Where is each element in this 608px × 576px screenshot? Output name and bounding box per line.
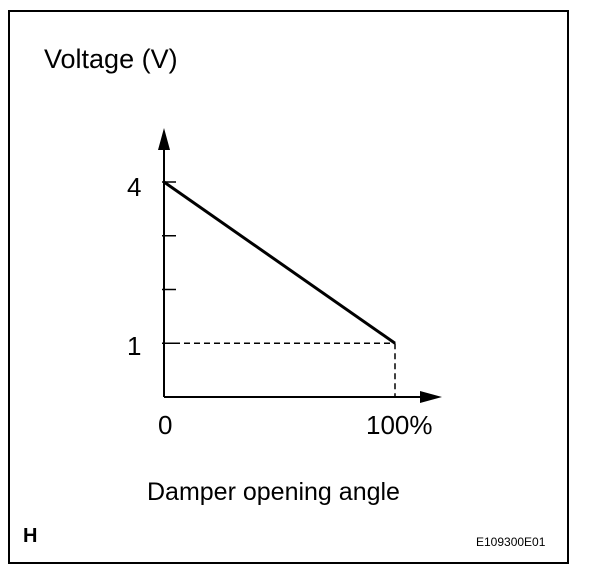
x-tick-label-100: 100% bbox=[366, 410, 433, 440]
y-axis-label: Voltage (V) bbox=[44, 44, 178, 74]
panel-letter: H bbox=[23, 525, 38, 547]
y-axis-arrow bbox=[158, 128, 170, 150]
y-tick-label-1: 1 bbox=[127, 331, 142, 361]
x-axis-arrow bbox=[420, 391, 442, 403]
series-line-voltage bbox=[163, 180, 396, 345]
x-axis-label: Damper opening angle bbox=[147, 478, 400, 506]
figure-frame bbox=[8, 10, 569, 564]
figure-code: E109300E01 bbox=[476, 535, 546, 549]
x-tick-label-0: 0 bbox=[158, 410, 173, 440]
y-tick-label-4: 4 bbox=[127, 172, 142, 202]
